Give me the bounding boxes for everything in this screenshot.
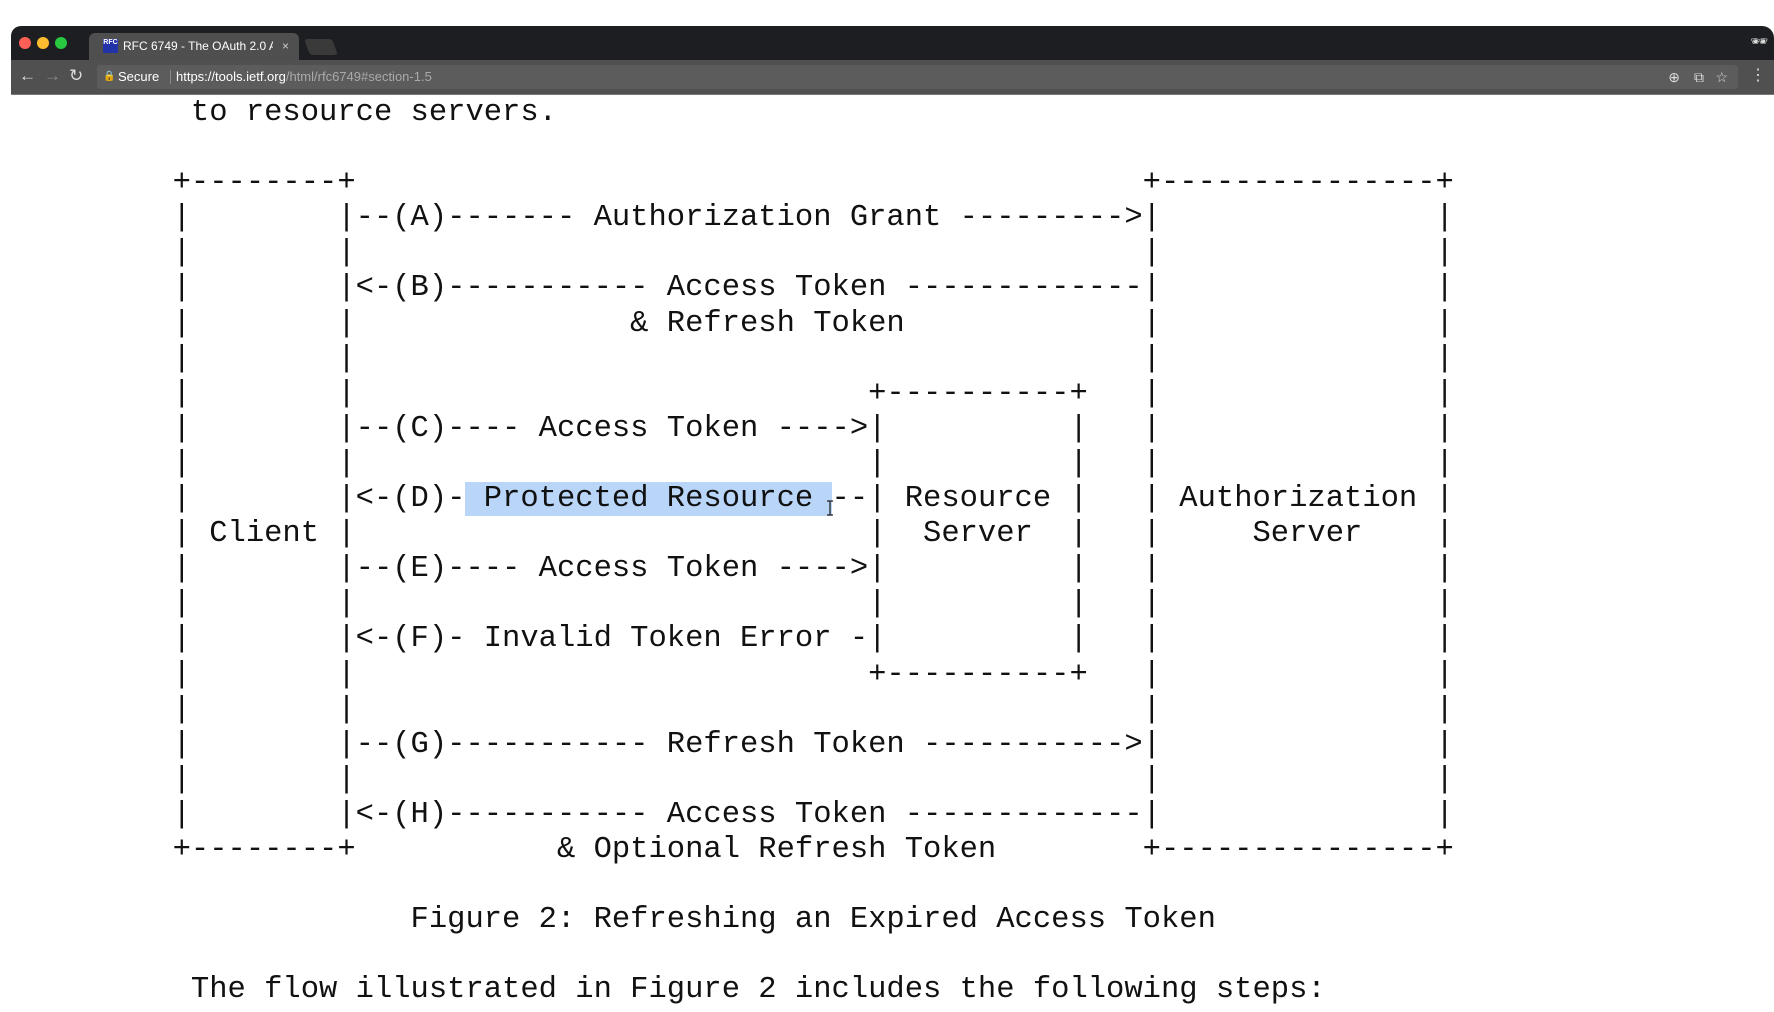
text-segment: | |<-(D)- <box>136 482 466 517</box>
forward-arrow-icon[interactable]: → <box>44 66 61 85</box>
tab-bar: RFC RFC 6749 - The OAuth 2.0 Authorizati… <box>11 26 1774 60</box>
diagram-line: | |--(A)------- Authorization Grant ----… <box>136 201 1454 236</box>
rfc-favicon-icon: RFC <box>103 39 118 53</box>
minimize-window-button[interactable] <box>37 37 49 49</box>
text-segment: | | +----------+ | | <box>136 657 1454 692</box>
close-tab-icon[interactable]: × <box>281 39 289 53</box>
text-segment: --| Resource | | Authorization | <box>831 482 1454 517</box>
text-segment: +--------+ & Optional Refresh Token +---… <box>136 832 1454 867</box>
text-segment: | | | | | | <box>136 587 1454 622</box>
text-segment: | | | | <box>136 341 1454 376</box>
address-bar[interactable]: 🔒 Secure https://tools.ietf.org/html/rfc… <box>97 65 1738 89</box>
text-segment: Figure 2: Refreshing an Expired Access T… <box>136 903 1216 938</box>
diagram-line: | |--(C)---- Access Token ---->| | | | <box>136 412 1454 447</box>
diagram-line: | |--(G)----------- Refresh Token ------… <box>136 728 1454 763</box>
translate-icon[interactable]: ⧉ <box>1694 69 1704 85</box>
text-segment: | |<-(H)----------- Access Token -------… <box>136 797 1454 832</box>
incognito-icon: 🕶 <box>1750 33 1768 49</box>
text-segment: The flow illustrated in Figure 2 include… <box>136 973 1326 1008</box>
figure-caption: Figure 2: Refreshing an Expired Access T… <box>136 903 1454 938</box>
diagram-line: | | | | | | <box>136 447 1454 482</box>
close-window-button[interactable] <box>19 37 31 49</box>
url-host: https://tools.ietf.org <box>176 69 286 84</box>
text-segment: | | | | <box>136 236 1454 271</box>
text-segment: to resource servers. <box>136 96 557 130</box>
text-line: to resource servers. <box>136 96 1454 131</box>
tab-rfc6749[interactable]: RFC RFC 6749 - The OAuth 2.0 Authorizati… <box>89 33 299 60</box>
zoom-icon[interactable]: ⊕ <box>1668 69 1680 85</box>
text-segment: | |--(E)---- Access Token ---->| | | | <box>136 552 1454 587</box>
url-path: /html/rfc6749#section-1.5 <box>285 69 432 84</box>
diagram-line: | | | | <box>136 693 1454 728</box>
diagram-line: | |<-(H)----------- Access Token -------… <box>136 798 1454 833</box>
diagram-line: | | | | <box>136 342 1454 377</box>
maximize-window-button[interactable] <box>55 37 67 49</box>
diagram-line: | | +----------+ | | <box>136 658 1454 693</box>
text-segment: | Client | | Server | | Server | <box>136 517 1454 552</box>
lock-icon: 🔒 <box>103 71 116 82</box>
diagram-line: | | & Refresh Token | | <box>136 307 1454 342</box>
text-segment: | |--(C)---- Access Token ---->| | | | <box>136 411 1454 446</box>
tab-title: RFC 6749 - The OAuth 2.0 Authorization F… <box>123 39 273 53</box>
diagram-line: | | | | | | <box>136 587 1454 622</box>
diagram-line: | |<-(D)- Protected Resource --| Resourc… <box>136 482 1454 517</box>
text-segment: | |--(A)------- Authorization Grant ----… <box>136 201 1454 236</box>
menu-icon[interactable]: ⋮ <box>1750 67 1766 84</box>
text-segment: | |<-(F)- Invalid Token Error -| | | | <box>136 622 1454 657</box>
diagram-line: | | | | <box>136 236 1454 271</box>
diagram-line: | Client | | Server | | Server | <box>136 517 1454 552</box>
text-line: The flow illustrated in Figure 2 include… <box>136 973 1454 1008</box>
rfc-document-text: to resource servers. +--------+ +-------… <box>136 96 1454 1008</box>
text-segment: | |--(G)----------- Refresh Token ------… <box>136 727 1454 762</box>
new-tab-button[interactable] <box>304 39 338 55</box>
text-segment: | |<-(B)----------- Access Token -------… <box>136 271 1454 306</box>
diagram-line: | | +----------+ | | <box>136 377 1454 412</box>
text-segment: | | | | <box>136 692 1454 727</box>
toolbar: ← → ↻ 🔒 Secure https://tools.ietf.org/ht… <box>11 60 1774 95</box>
star-icon[interactable]: ☆ <box>1715 69 1728 85</box>
secure-label: Secure <box>118 69 160 84</box>
text-line <box>136 938 1454 973</box>
diagram-line: | |<-(F)- Invalid Token Error -| | | | <box>136 622 1454 657</box>
diagram-line: | |<-(B)----------- Access Token -------… <box>136 271 1454 306</box>
text-segment: | | | | <box>136 762 1454 797</box>
divider <box>170 70 171 84</box>
text-segment: +--------+ +---------------+ <box>136 166 1454 201</box>
text-segment: | | & Refresh Token | | <box>136 306 1454 341</box>
text-segment: | | +----------+ | | <box>136 376 1454 411</box>
text-segment: | | | | | | <box>136 446 1454 481</box>
diagram-line: | | | | <box>136 763 1454 798</box>
reload-icon[interactable]: ↻ <box>69 66 84 85</box>
back-arrow-icon[interactable]: ← <box>19 66 36 85</box>
text-line <box>136 131 1454 166</box>
diagram-line: | |--(E)---- Access Token ---->| | | | <box>136 552 1454 587</box>
url-text[interactable]: https://tools.ietf.org/html/rfc6749#sect… <box>176 65 432 89</box>
browser-window-chrome: RFC RFC 6749 - The OAuth 2.0 Authorizati… <box>11 26 1774 95</box>
diagram-line: +--------+ & Optional Refresh Token +---… <box>136 833 1454 868</box>
text-line <box>136 868 1454 903</box>
selected-text: Protected Resource <box>465 482 832 517</box>
diagram-line: +--------+ +---------------+ <box>136 166 1454 201</box>
